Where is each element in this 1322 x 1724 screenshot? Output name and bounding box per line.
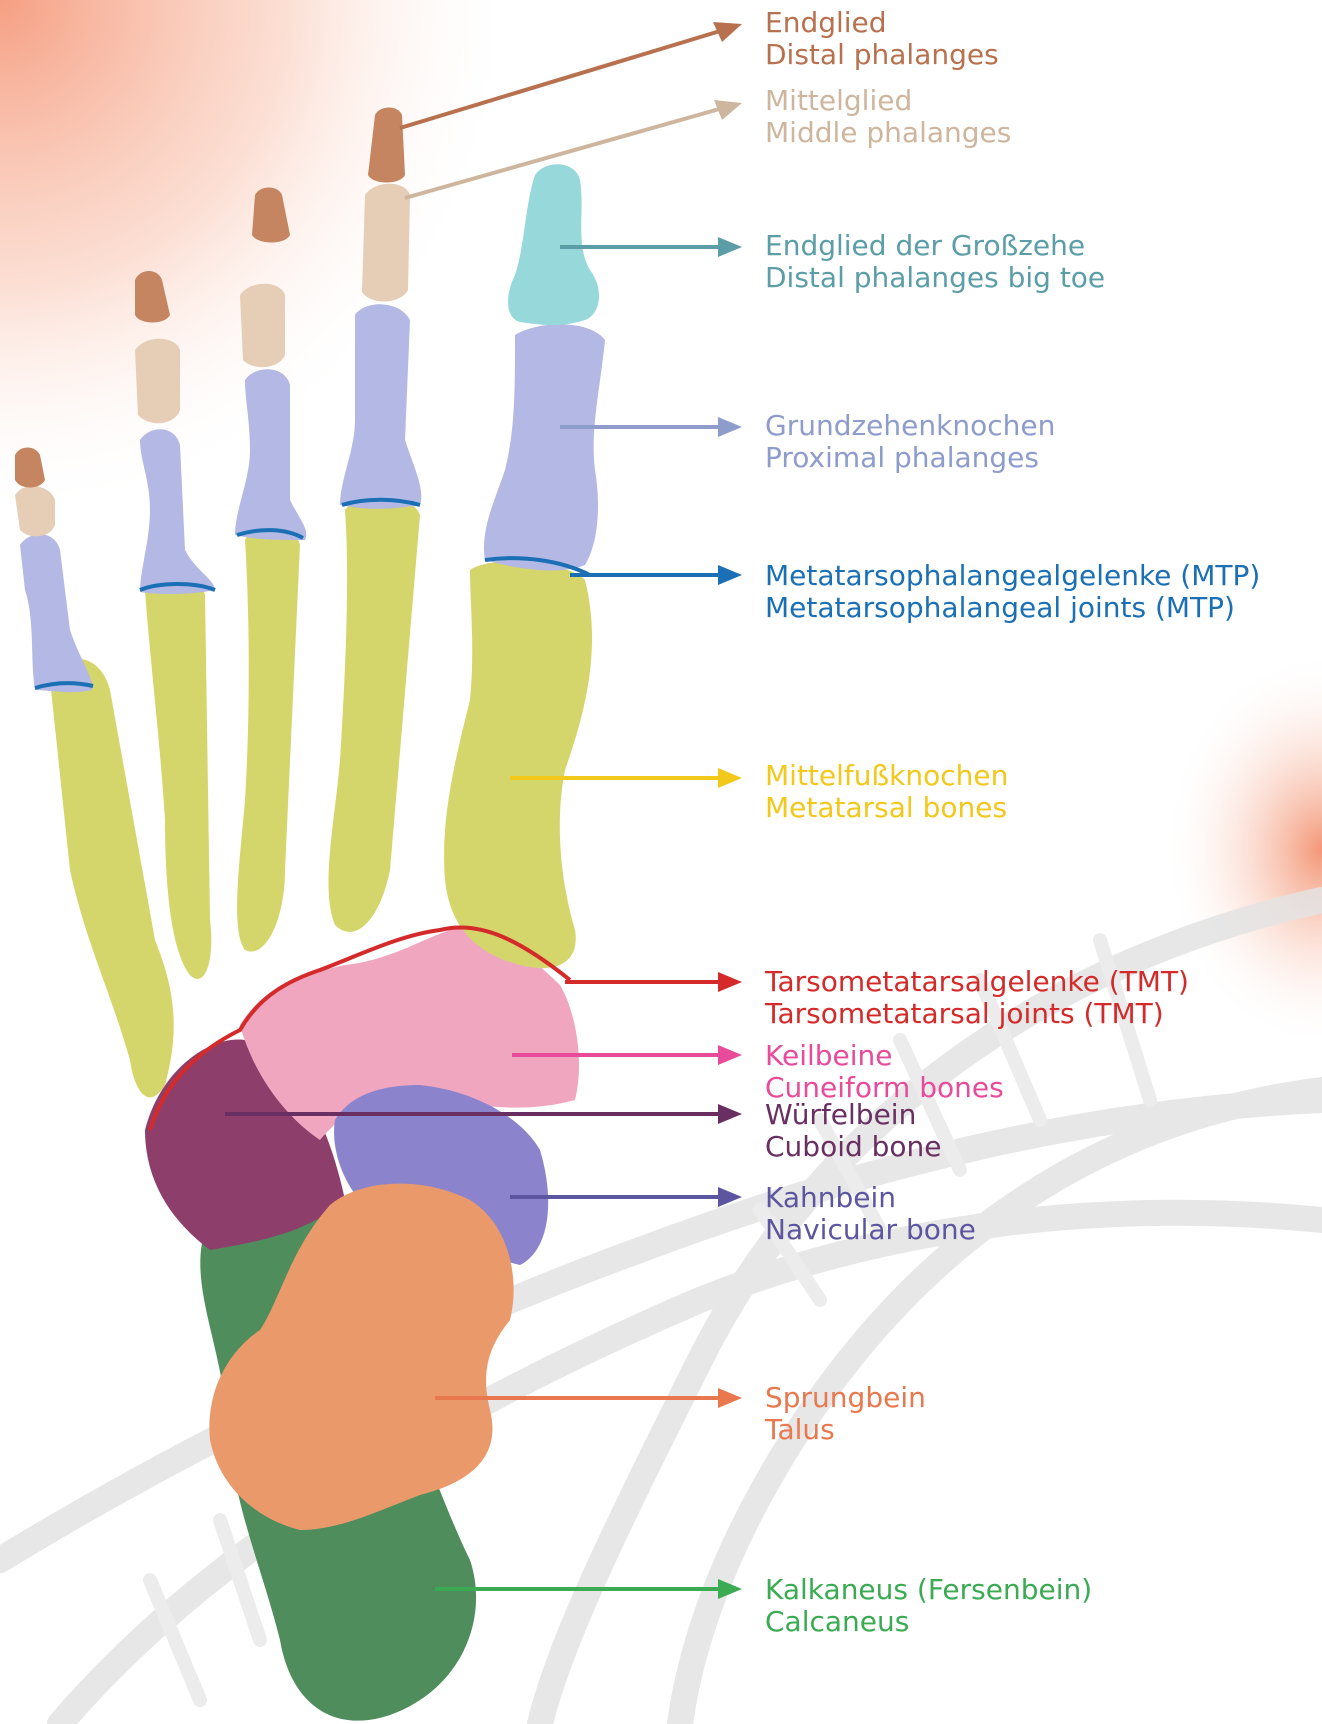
label-de: Grundzehenknochen xyxy=(765,410,1055,442)
label-de: Mittelglied xyxy=(765,85,1011,117)
label-en: Cuboid bone xyxy=(765,1131,942,1163)
label-metatarsal-bones: Mittelfußknochen Metatarsal bones xyxy=(765,760,1008,824)
label-distal-phalanges: Endglied Distal phalanges xyxy=(765,7,999,71)
label-de: Endglied der Großzehe xyxy=(765,230,1105,262)
label-de: Keilbeine xyxy=(765,1040,1004,1072)
label-en: Distal phalanges xyxy=(765,39,999,71)
label-de: Kalkaneus (Fersenbein) xyxy=(765,1574,1092,1606)
label-de: Sprungbein xyxy=(765,1382,926,1414)
label-en: Middle phalanges xyxy=(765,117,1011,149)
label-big-toe-distal-phalanx: Endglied der Großzehe Distal phalanges b… xyxy=(765,230,1105,294)
label-de: Endglied xyxy=(765,7,999,39)
label-mtp-joints: Metatarsophalangealgelenke (MTP) Metatar… xyxy=(765,560,1260,624)
label-en: Metatarsophalangeal joints (MTP) xyxy=(765,592,1260,624)
label-de: Würfelbein xyxy=(765,1099,942,1131)
label-en: Tarsometatarsal joints (TMT) xyxy=(765,998,1189,1030)
label-proximal-phalanges: Grundzehenknochen Proximal phalanges xyxy=(765,410,1055,474)
label-talus: Sprungbein Talus xyxy=(765,1382,926,1446)
label-middle-phalanges: Mittelglied Middle phalanges xyxy=(765,85,1011,149)
label-de: Mittelfußknochen xyxy=(765,760,1008,792)
big-toe-distal-phalanx xyxy=(508,164,599,325)
label-tmt-joints: Tarsometatarsalgelenke (TMT) Tarsometata… xyxy=(765,966,1189,1030)
label-en: Proximal phalanges xyxy=(765,442,1055,474)
label-de: Tarsometatarsalgelenke (TMT) xyxy=(765,966,1189,998)
label-de: Kahnbein xyxy=(765,1182,976,1214)
label-cuneiform-bones: Keilbeine Cuneiform bones xyxy=(765,1040,1004,1104)
label-en: Talus xyxy=(765,1414,926,1446)
label-de: Metatarsophalangealgelenke (MTP) xyxy=(765,560,1260,592)
label-en: Distal phalanges big toe xyxy=(765,262,1105,294)
label-en: Calcaneus xyxy=(765,1606,1092,1638)
label-en: Metatarsal bones xyxy=(765,792,1008,824)
label-navicular-bone: Kahnbein Navicular bone xyxy=(765,1182,976,1246)
label-en: Navicular bone xyxy=(765,1214,976,1246)
label-cuboid-bone: Würfelbein Cuboid bone xyxy=(765,1099,942,1163)
distal-phalanges xyxy=(15,108,405,488)
label-calcaneus: Kalkaneus (Fersenbein) Calcaneus xyxy=(765,1574,1092,1638)
